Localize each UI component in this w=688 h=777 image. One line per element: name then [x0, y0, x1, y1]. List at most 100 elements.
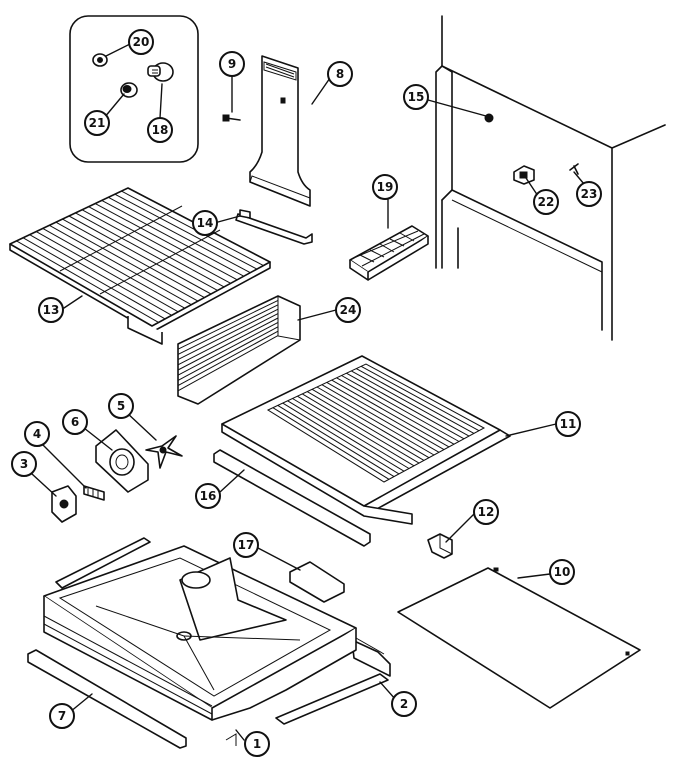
hatch-line	[35, 231, 179, 313]
callout-label: 3	[20, 457, 28, 471]
hatch-line	[331, 379, 450, 448]
callout-label: 13	[43, 303, 60, 317]
part-4-terminal	[83, 485, 105, 501]
callout-5: 5	[108, 393, 134, 419]
part-9-screw	[222, 114, 241, 122]
hatch-line	[355, 368, 475, 434]
hatch-line	[29, 234, 172, 316]
part-24-panel	[177, 295, 301, 405]
part-20-nut	[92, 53, 108, 67]
callout-4: 4	[24, 421, 50, 447]
hatch-line	[177, 321, 279, 376]
callout-label: 15	[408, 90, 425, 104]
callout-20: 20	[128, 29, 154, 55]
part-5-fan-blade	[145, 435, 183, 469]
callout-label: 20	[133, 35, 150, 49]
callout-10: 10	[549, 559, 575, 585]
callout-label: 14	[197, 216, 214, 230]
hatch-line	[346, 372, 465, 440]
part-22-bracket	[513, 165, 535, 185]
hatch-line	[75, 212, 218, 291]
hatch-line	[121, 190, 264, 266]
callout-13: 13	[38, 297, 64, 323]
hatch-line	[68, 215, 212, 295]
inset-box	[69, 15, 199, 163]
part-23-clip	[569, 163, 579, 175]
hatch-line	[49, 224, 192, 306]
part-3-fan-motor	[51, 485, 77, 523]
hatch-line	[177, 308, 279, 361]
hatch-line	[341, 375, 460, 442]
hatch-line	[108, 196, 251, 274]
part-14-bracket	[235, 209, 313, 245]
hatch-line	[351, 370, 470, 437]
part-17-cover	[289, 561, 345, 603]
callout-label: 4	[33, 427, 41, 441]
part-16-rail	[213, 449, 371, 547]
hatch-line	[81, 209, 225, 288]
callout-12: 12	[473, 499, 499, 525]
hatch-line	[177, 335, 279, 392]
callout-label: 22	[538, 195, 555, 209]
callout-label: 7	[58, 709, 66, 723]
callout-label: 24	[340, 303, 357, 317]
part-8-duct-cover	[249, 55, 311, 207]
callout-label: 5	[117, 399, 125, 413]
hatch-line	[16, 240, 159, 323]
hatch-line	[302, 393, 420, 464]
callout-16: 16	[195, 483, 221, 509]
part-18-knob	[147, 62, 174, 82]
callout-3: 3	[11, 451, 37, 477]
callout-label: 16	[200, 489, 217, 503]
part-13-wire-shelf	[9, 187, 271, 345]
callout-1: 1	[244, 731, 270, 757]
hatch-line	[114, 193, 258, 270]
hatch-line	[321, 384, 440, 453]
callout-label: 2	[400, 697, 408, 711]
callout-17: 17	[233, 532, 259, 558]
callout-22: 22	[533, 189, 559, 215]
hatch-line	[62, 218, 205, 298]
hatch-line	[336, 377, 455, 445]
hatch-line	[101, 200, 245, 277]
hatch-line	[177, 330, 279, 387]
part-7-rail	[27, 537, 187, 749]
hatch-line	[99, 229, 221, 295]
callout-label: 6	[71, 415, 79, 429]
callout-2: 2	[391, 691, 417, 717]
part-6-fan-shroud	[95, 429, 149, 493]
hatch-line	[88, 206, 231, 284]
callout-label: 8	[336, 67, 344, 81]
part-1-drip-pan	[43, 545, 357, 746]
callout-label: 1	[253, 737, 261, 751]
callout-label: 9	[228, 57, 236, 71]
callout-label: 21	[89, 116, 106, 130]
callout-label: 23	[581, 187, 598, 201]
callout-18-inset: 18	[147, 117, 173, 143]
part-10-rear-panel	[397, 567, 641, 709]
hatch-line	[177, 317, 279, 371]
hatch-line	[311, 388, 430, 459]
part-12-bracket	[427, 533, 453, 559]
hatch-line	[177, 313, 279, 366]
part-11-tray	[221, 355, 511, 525]
callout-19: 19	[372, 174, 398, 200]
callout-label: 18	[152, 123, 169, 137]
hatch-line	[316, 386, 435, 456]
hatch-line	[42, 228, 186, 309]
part-19-ice-tray	[349, 225, 429, 281]
hatch-line	[360, 365, 480, 432]
hatch-line	[94, 203, 238, 281]
callout-label: 11	[560, 417, 577, 431]
callout-23: 23	[576, 181, 602, 207]
hatch-line	[55, 221, 199, 302]
cabinet-frame	[435, 15, 666, 341]
callout-8: 8	[327, 61, 353, 87]
callout-24: 24	[335, 297, 361, 323]
callout-9: 9	[219, 51, 245, 77]
callout-7: 7	[49, 703, 75, 729]
hatch-line	[177, 299, 279, 350]
callout-11: 11	[555, 411, 581, 437]
hatch-line	[177, 326, 279, 381]
